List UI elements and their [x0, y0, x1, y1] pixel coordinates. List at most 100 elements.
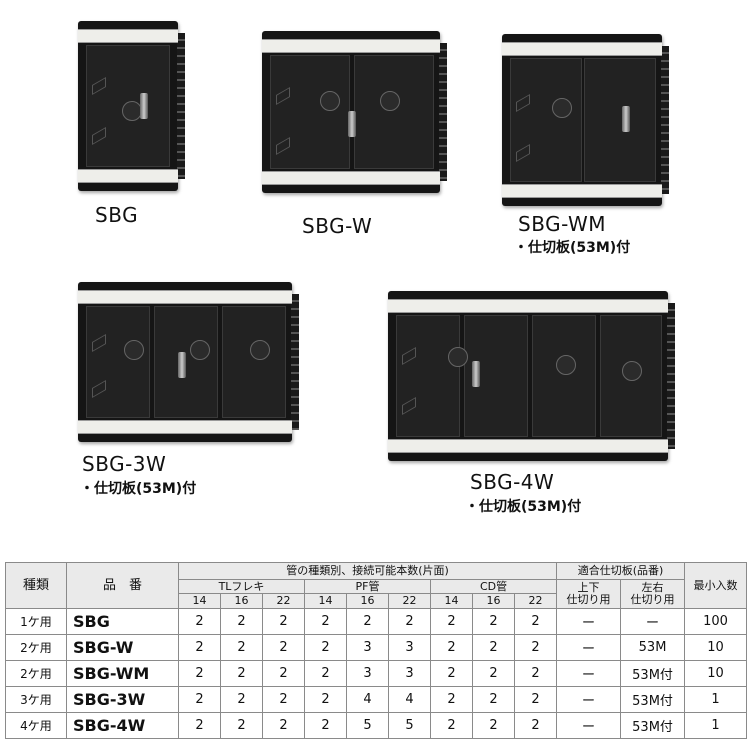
screw: [178, 352, 186, 378]
knockout-hole: [124, 340, 144, 360]
cell-min-qty: 10: [684, 634, 748, 661]
white-stripe: [78, 169, 178, 183]
cell-pipe-count: 2: [178, 686, 221, 713]
cell-pipe-count: 2: [430, 686, 473, 713]
box-cell: [86, 306, 150, 418]
cell-partition-vertical: ー: [556, 660, 622, 687]
product-photo-sbg-wm: [502, 34, 669, 206]
knockout-hole: [250, 340, 270, 360]
cell-partition-vertical: ー: [556, 608, 622, 635]
header-size: 14: [178, 593, 221, 609]
header-pipe-tl: TLフレキ: [178, 579, 305, 594]
cell-pipe-count: 2: [472, 712, 515, 739]
cell-partition-horizontal: 53M: [620, 634, 686, 661]
cell-pipe-count: 2: [513, 712, 558, 739]
cell-pipe-count: 2: [178, 634, 221, 661]
cell-pipe-count: 2: [304, 686, 347, 713]
cell-pipe-count: 2: [220, 608, 263, 635]
box-cell: [396, 315, 460, 437]
cell-pipe-count: 2: [472, 608, 515, 635]
header-size: 22: [262, 593, 305, 609]
cell-pipe-count: 3: [346, 660, 389, 687]
knockout-hole: [556, 355, 576, 375]
cell-pipe-count: 2: [430, 712, 473, 739]
cell-partition-vertical: ー: [556, 712, 622, 739]
header-min-qty: 最小入数: [684, 562, 748, 609]
knockout-hole: [320, 91, 340, 111]
caption-sbg-3w: SBG-3W: [82, 452, 167, 476]
cell-pipe-count: 2: [262, 634, 305, 661]
header-size: 16: [472, 593, 515, 609]
header-type: 種類: [5, 562, 67, 609]
cell-pipe-count: 5: [388, 712, 431, 739]
header-size: 16: [346, 593, 389, 609]
cell-type: 3ケ用: [5, 686, 67, 713]
note-sbg-wm: ・仕切板(53M)付: [514, 240, 631, 256]
caption-sbg-4w: SBG-4W: [470, 470, 555, 494]
header-size: 14: [430, 593, 473, 609]
box-fin: [291, 294, 299, 430]
box-cell: [154, 306, 218, 418]
white-stripe: [78, 290, 292, 304]
box-cell: [270, 55, 350, 169]
cell-pipe-count: 2: [430, 634, 473, 661]
cell-partition-vertical: ー: [556, 634, 622, 661]
cell-pipe-count: 3: [388, 660, 431, 687]
header-size: 22: [513, 593, 558, 609]
note-sbg-3w: ・仕切板(53M)付: [80, 481, 197, 497]
header-size: 14: [304, 593, 347, 609]
product-photo-sbg-3w: [78, 282, 299, 442]
white-stripe: [78, 29, 178, 43]
header-pipe-group: 管の種類別、接続可能本数(片面): [177, 562, 558, 580]
knockout-hole: [622, 361, 642, 381]
cell-min-qty: 10: [684, 660, 748, 687]
cell-pipe-count: 2: [220, 660, 263, 687]
white-stripe: [388, 439, 668, 453]
cell-min-qty: 1: [684, 686, 748, 713]
white-stripe: [502, 184, 662, 198]
screw: [622, 106, 630, 132]
box-cell: [510, 58, 582, 182]
caption-sbg-wm: SBG-WM: [518, 212, 606, 236]
cell-partition-vertical: ー: [556, 686, 622, 713]
white-stripe: [388, 299, 668, 313]
box-cell: [354, 55, 434, 169]
cell-model: SBG: [66, 608, 179, 635]
header-partition-group: 適合仕切板(品番): [556, 562, 686, 580]
knockout-hole: [552, 98, 572, 118]
cell-pipe-count: 2: [430, 608, 473, 635]
cell-pipe-count: 5: [346, 712, 389, 739]
box-fin: [667, 303, 675, 449]
cell-pipe-count: 2: [262, 608, 305, 635]
cell-pipe-count: 3: [388, 634, 431, 661]
product-photo-sbg-4w: [388, 291, 675, 461]
cell-pipe-count: 2: [430, 660, 473, 687]
cell-pipe-count: 2: [304, 608, 347, 635]
cell-pipe-count: 2: [220, 712, 263, 739]
cell-pipe-count: 2: [472, 686, 515, 713]
white-stripe: [78, 420, 292, 434]
knockout-hole: [122, 101, 142, 121]
box-fin: [177, 33, 185, 179]
cell-model: SBG-WM: [66, 660, 179, 687]
cell-pipe-count: 2: [178, 712, 221, 739]
cell-pipe-count: 2: [262, 660, 305, 687]
cell-pipe-count: 3: [346, 634, 389, 661]
spec-table: 種類 品 番 管の種類別、接続可能本数(片面) 適合仕切板(品番) 最小入数 T…: [5, 562, 748, 739]
cell-pipe-count: 2: [388, 608, 431, 635]
knockout-hole: [448, 347, 468, 367]
knockout-hole: [380, 91, 400, 111]
cell-pipe-count: 2: [178, 660, 221, 687]
cell-pipe-count: 2: [178, 608, 221, 635]
cell-pipe-count: 4: [388, 686, 431, 713]
cell-min-qty: 100: [684, 608, 748, 635]
caption-sbg-w: SBG-W: [302, 214, 373, 238]
screw: [140, 93, 148, 119]
cell-pipe-count: 2: [513, 686, 558, 713]
cell-pipe-count: 2: [262, 686, 305, 713]
box-cell: [532, 315, 596, 437]
